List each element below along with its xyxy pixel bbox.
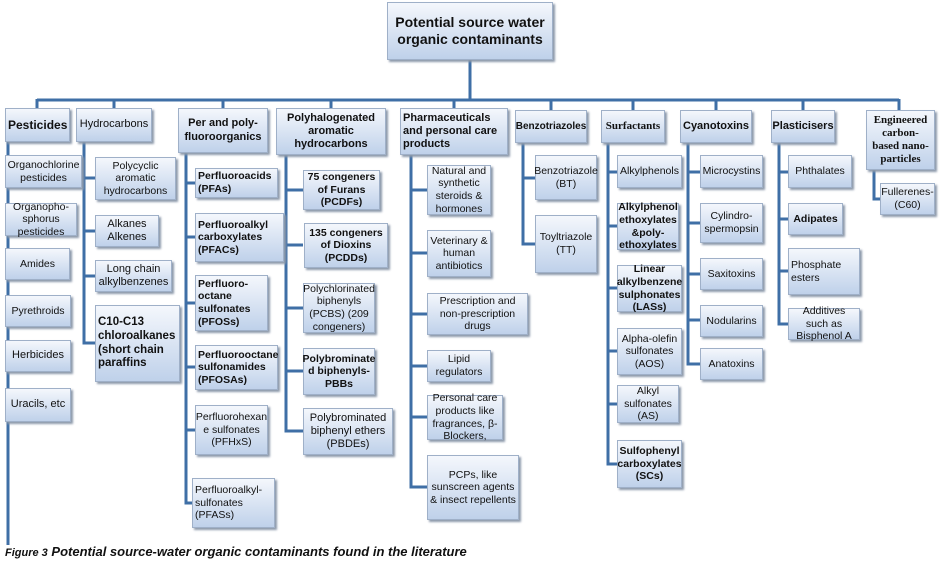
node-uracils: Uracils, etc [5, 388, 71, 422]
node-chloroalkanes: C10-C13 chloroalkanes (short chain paraf… [95, 305, 180, 382]
node-lipid-regulators: Lipid regulators [427, 350, 491, 382]
node-phthalates: Phthalates [788, 155, 852, 188]
node-aos: Alpha-olefin sulfonates (AOS) [617, 328, 682, 375]
category-plasticisers: Plasticisers [771, 110, 835, 143]
category-pesticides: Pesticides [5, 108, 70, 142]
node-steroids: Natural and synthetic steroids & hormone… [427, 165, 491, 215]
node-personal-care: Personal care products like fragrances, … [427, 392, 503, 442]
node-alkylphenol-ethoxylates: Alkylphenol ethoxylates &poly-ethoxylate… [617, 201, 679, 252]
node-nodularins: Nodularins [700, 305, 763, 337]
category-engineered-nanoparticles: Engineered carbon-based nano-particles [866, 110, 935, 170]
node-pcps-repellents: PCPs, like sunscreen agents & insect rep… [427, 455, 519, 520]
node-prescription-drugs: Prescription and non-prescription drugs [427, 293, 528, 335]
category-benzotriazoles: Benzotriazoles [515, 110, 587, 143]
node-las: Linear alkylbenzene sulphonates (LASs) [616, 263, 683, 314]
node-fullerenes: Fullerenes-(C60) [880, 183, 935, 215]
category-pharmaceuticals: Pharmaceuticals and personal care produc… [400, 108, 508, 155]
category-per-polyfluoroorganics: Per and poly-fluoroorganics [178, 108, 268, 153]
node-pbdes: Polybrominated biphenyl ethers (PBDEs) [303, 408, 393, 455]
category-hydrocarbons: Hydrocarbons [76, 108, 152, 142]
node-alkylphenols: Alkylphenols [617, 155, 682, 188]
node-pbbs: Polybrominate d biphenyls-PBBs [303, 348, 375, 395]
node-pfas: Perfluoroacids (PFAs) [195, 168, 278, 198]
node-polycyclic: Polycyclic aromatic hydrocarbons [95, 157, 176, 200]
node-pcbs: Polychlorinated biphenyls (PCBS) (209 co… [303, 282, 375, 333]
root-node: Potential source water organic contamina… [387, 2, 553, 60]
node-pfhxs: Perfluorohexan e sulfonates (PFHxS) [195, 405, 268, 455]
node-alkanes-alkenes: Alkanes Alkenes [95, 215, 159, 247]
node-pfass: Perfluoroalkyl-sulfonates (PFASs) [192, 478, 275, 528]
node-cylindrospermopsin: Cylindro-spermopsin [700, 203, 763, 243]
node-microcystins: Microcystins [700, 155, 763, 188]
node-antibiotics: Veterinary & human antibiotics [427, 230, 491, 277]
node-adipates: Adipates [788, 203, 843, 235]
node-pyrethroids: Pyrethroids [5, 295, 71, 327]
node-dioxins: 135 congeners of Dioxins (PCDDs) [304, 223, 388, 268]
node-furans: 75 congeners of Furans (PCDFs) [303, 170, 380, 210]
node-pfoss: Perfluoro-octane sulfonates (PFOSs) [195, 275, 268, 331]
node-pfacs: Perfluoroalkyl carboxylates (PFACs) [195, 213, 284, 262]
node-pfosas: Perfluorooctane sulfonamides (PFOSAs) [195, 345, 279, 390]
node-scs: Sulfophenyl carboxylates (SCs) [617, 440, 682, 488]
node-phosphate-esters: Phosphate esters [788, 248, 860, 295]
node-toyltriazole-tt: Toyltriazole (TT) [535, 215, 597, 273]
node-anatoxins: Anatoxins [700, 348, 763, 380]
node-long-chain-alkylbenzenes: Long chain alkylbenzenes [95, 260, 172, 292]
node-benzotriazole-bt: Benzotriazole (BT) [534, 155, 598, 200]
figure-caption: Figure 3 Potential source-water organic … [5, 544, 467, 559]
node-herbicides: Herbicides [5, 340, 71, 372]
node-organochlorine: Organochlorine pesticides [5, 155, 82, 188]
figure-label: Figure 3 [5, 547, 48, 559]
node-organophosphorus: Organopho-sphorus pesticides [5, 201, 77, 238]
node-amides: Amides [5, 248, 70, 280]
node-bisphenol-a: Additives such as Bisphenol A [788, 305, 860, 342]
category-cyanotoxins: Cyanotoxins [680, 110, 752, 143]
category-polyhalogenated: Polyhalogenated aromatic hydrocarbons [276, 108, 386, 155]
category-surfactants: Surfactants [601, 110, 665, 143]
figure-caption-text: Potential source-water organic contamina… [51, 544, 467, 559]
node-saxitoxins: Saxitoxins [700, 258, 763, 290]
node-alkyl-sulfonates: Alkyl sulfonates (AS) [617, 385, 679, 423]
